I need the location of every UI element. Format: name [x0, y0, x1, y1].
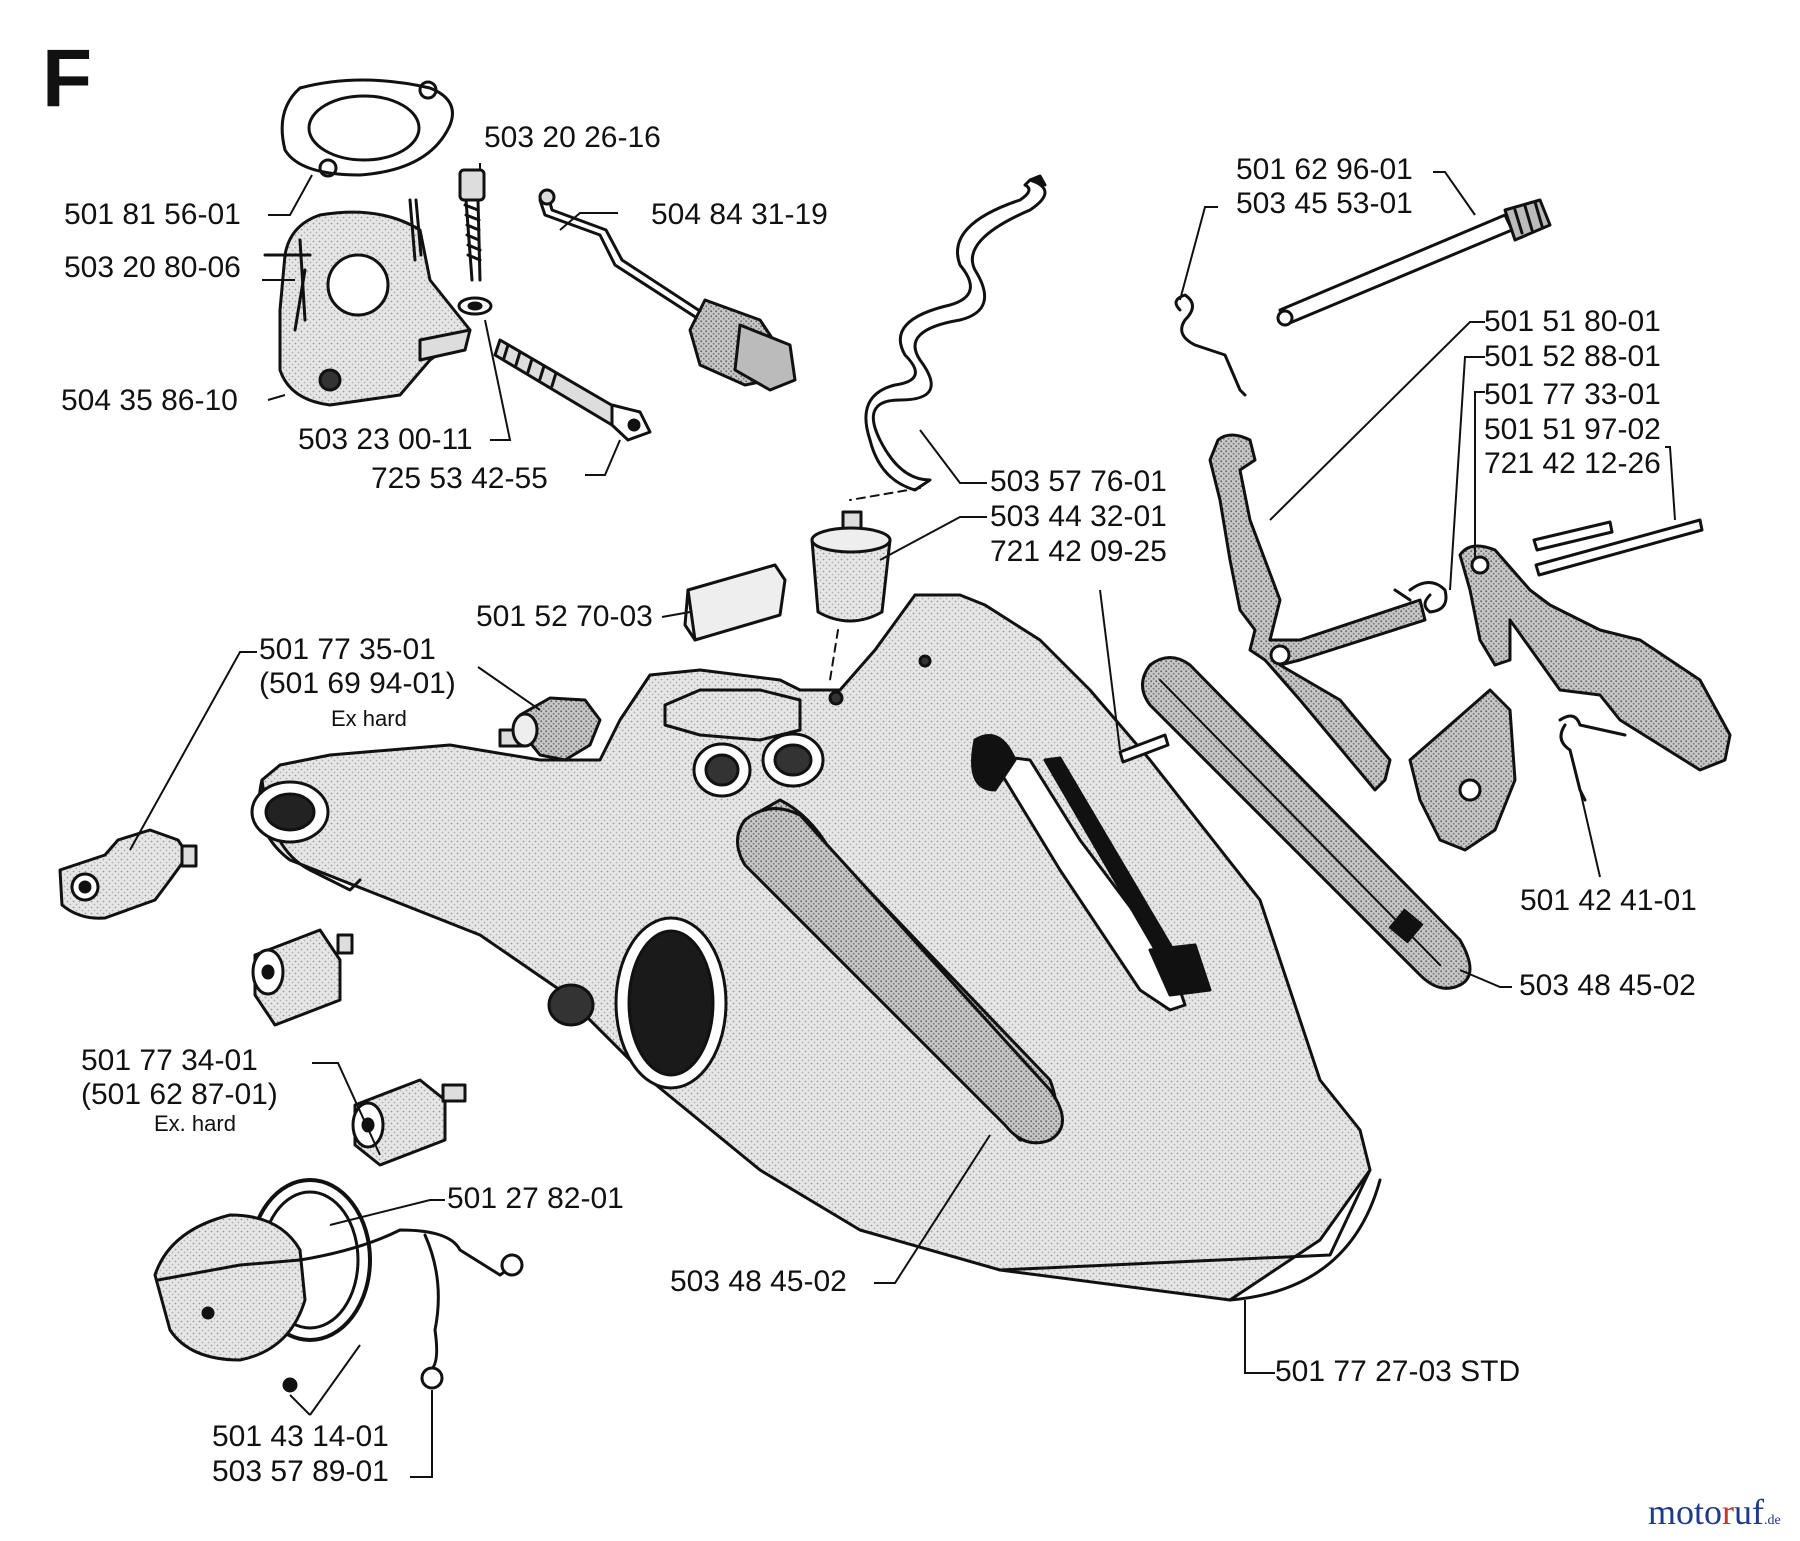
leader-lines — [129, 163, 1676, 1478]
label-503-57-89-01: 503 57 89-01 — [212, 1455, 389, 1488]
oil-cap — [153, 1178, 524, 1393]
label-501-77-33-01: 501 77 33-01 — [1484, 378, 1661, 411]
label-501-77-35-01: 501 77 35-01 — [259, 633, 436, 666]
label-503-57-76-01: 503 57 76-01 — [990, 465, 1167, 498]
label-503-48-45-02-right: 503 48 45-02 — [1519, 969, 1696, 1002]
logo-part-2: r — [1722, 1492, 1735, 1532]
label-721-42-12-26: 721 42 12-26 — [1484, 447, 1661, 480]
lockout-spring — [1558, 714, 1627, 802]
av-mount-ex-hard-1 — [498, 696, 602, 762]
av-mount-501-77-35-01 — [58, 828, 198, 920]
label-503-48-45-02-left: 503 48 45-02 — [670, 1265, 847, 1298]
throttle-lockout — [1458, 544, 1732, 772]
label-501-52-70-03: 501 52 70-03 — [476, 600, 653, 633]
bolt-503-20-26-16 — [457, 168, 493, 316]
filter-sleeve — [683, 563, 787, 642]
label-721-42-09-25: 721 42 09-25 — [990, 535, 1167, 568]
fuel-hose — [864, 178, 1047, 492]
choke-rod — [538, 188, 797, 392]
small-pin — [1118, 733, 1170, 764]
label-504-35-86-10: 504 35 86-10 — [61, 384, 238, 417]
retaining-clip — [1174, 293, 1247, 397]
bolt-725-53-42-55 — [493, 338, 652, 442]
label-503-44-32-01: 503 44 32-01 — [990, 500, 1167, 533]
pin-long — [1534, 518, 1704, 577]
label-725-53-42-55: 725 53 42-55 — [371, 462, 548, 495]
trigger-cover-insert — [736, 807, 1064, 1145]
label-501-52-88-01: 501 52 88-01 — [1484, 340, 1661, 373]
label-501-69-94-01: (501 69 94-01) — [259, 667, 456, 700]
label-501-77-27-03-std: 501 77 27-03 STD — [1275, 1355, 1521, 1388]
torsion-spring — [1393, 581, 1448, 614]
sheet-letter: F — [42, 33, 93, 124]
label-504-84-31-19: 504 84 31-19 — [651, 198, 828, 231]
label-501-51-80-01: 501 51 80-01 — [1484, 305, 1661, 338]
intake-manifold — [263, 78, 472, 407]
trigger-cover-right — [1141, 656, 1472, 990]
logo-part-4: .de — [1764, 1513, 1781, 1528]
label-501-62-96-01: 501 62 96-01 — [1236, 153, 1413, 186]
label-503-20-26-16: 503 20 26-16 — [484, 121, 661, 154]
av-mount-501-77-34-01-top — [251, 928, 354, 1027]
logo-part-3: uf — [1734, 1492, 1765, 1532]
label-501-42-41-01: 501 42 41-01 — [1520, 884, 1697, 917]
label-ex-hard-1: Ex hard — [331, 706, 407, 731]
label-501-51-97-02: 501 51 97-02 — [1484, 413, 1661, 446]
throttle-rod — [1276, 198, 1552, 327]
label-501-27-82-01: 501 27 82-01 — [447, 1182, 624, 1215]
label-ex-hard-2: Ex. hard — [154, 1111, 236, 1136]
label-501-62-87-01: (501 62 87-01) — [81, 1078, 278, 1111]
logo-part-1: moto — [1648, 1492, 1723, 1532]
watermark-logo: motoruf.de — [1648, 1492, 1781, 1541]
fuel-filter — [810, 510, 892, 681]
pin-short — [1532, 520, 1614, 552]
label-501-81-56-01: 501 81 56-01 — [64, 198, 241, 231]
label-501-43-14-01: 501 43 14-01 — [212, 1420, 389, 1453]
label-501-77-34-01: 501 77 34-01 — [81, 1044, 258, 1077]
label-503-20-80-06: 503 20 80-06 — [64, 251, 241, 284]
av-mount-501-77-34-01-bottom — [351, 1078, 467, 1167]
throttle-lever — [1208, 433, 1517, 852]
label-503-45-53-01: 503 45 53-01 — [1236, 187, 1413, 220]
label-503-23-00-11: 503 23 00-11 — [298, 423, 473, 456]
